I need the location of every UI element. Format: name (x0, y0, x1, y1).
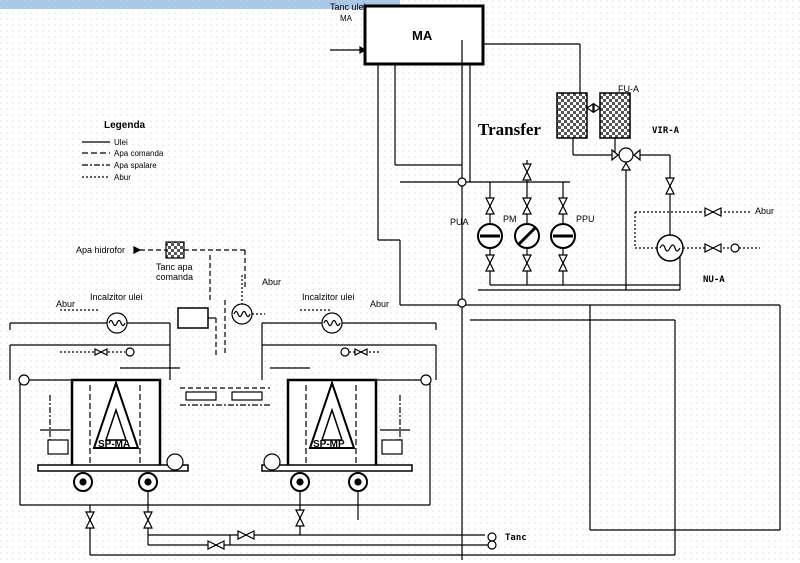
fu-a-filter-right (599, 92, 631, 139)
vir-a-valve (618, 147, 634, 163)
ma-tank-box (363, 4, 485, 66)
fu-a-filter-left (556, 92, 588, 139)
apa-hidrofor-filter (165, 241, 185, 259)
sp-ma-label: SP-MA (98, 439, 130, 450)
tanc-apa-label-line2: comanda (156, 272, 193, 282)
abur-right-label: Abur (755, 206, 774, 216)
sp-mp-label: SP-MP (313, 439, 345, 450)
ma-tank-label-line2: MA (340, 14, 353, 23)
abur-mid-label: Abur (370, 299, 389, 309)
legend-item-abur: Abur (114, 173, 131, 182)
legend-item-apa-comanda: Apa comanda (114, 149, 164, 158)
ppu-label: PPU (576, 214, 595, 224)
apa-hidrofor-label: Apa hidrofor (76, 245, 125, 255)
incalzitor-left-label: Incalzitor ulei (90, 292, 143, 302)
legend-item-ulei: Ulei (114, 138, 128, 147)
nu-a-label: NU-A (703, 275, 725, 285)
abur-left-label: Abur (56, 299, 75, 309)
vir-a-label: VIR-A (652, 126, 680, 136)
fu-a-label: FU-A (618, 84, 639, 94)
legend-title: Legenda (104, 120, 146, 131)
ma-tank-label-line1: Tanc ulei (330, 2, 366, 12)
pua-label: PUA (450, 217, 469, 227)
ma-box-label: MA (412, 28, 433, 43)
tanc-apa-label-line1: Tanc apa (156, 262, 193, 272)
legend-item-apa-spalare: Apa spalare (114, 161, 157, 170)
tanc-bottom-label: Tanc (505, 533, 527, 543)
incalzitor-right-label: Incalzitor ulei (302, 292, 355, 302)
tanc-apa-comanda (177, 307, 209, 329)
pm-label: PM (503, 214, 517, 224)
transfer-label: Transfer (478, 120, 541, 139)
abur-center-label: Abur (262, 277, 281, 287)
